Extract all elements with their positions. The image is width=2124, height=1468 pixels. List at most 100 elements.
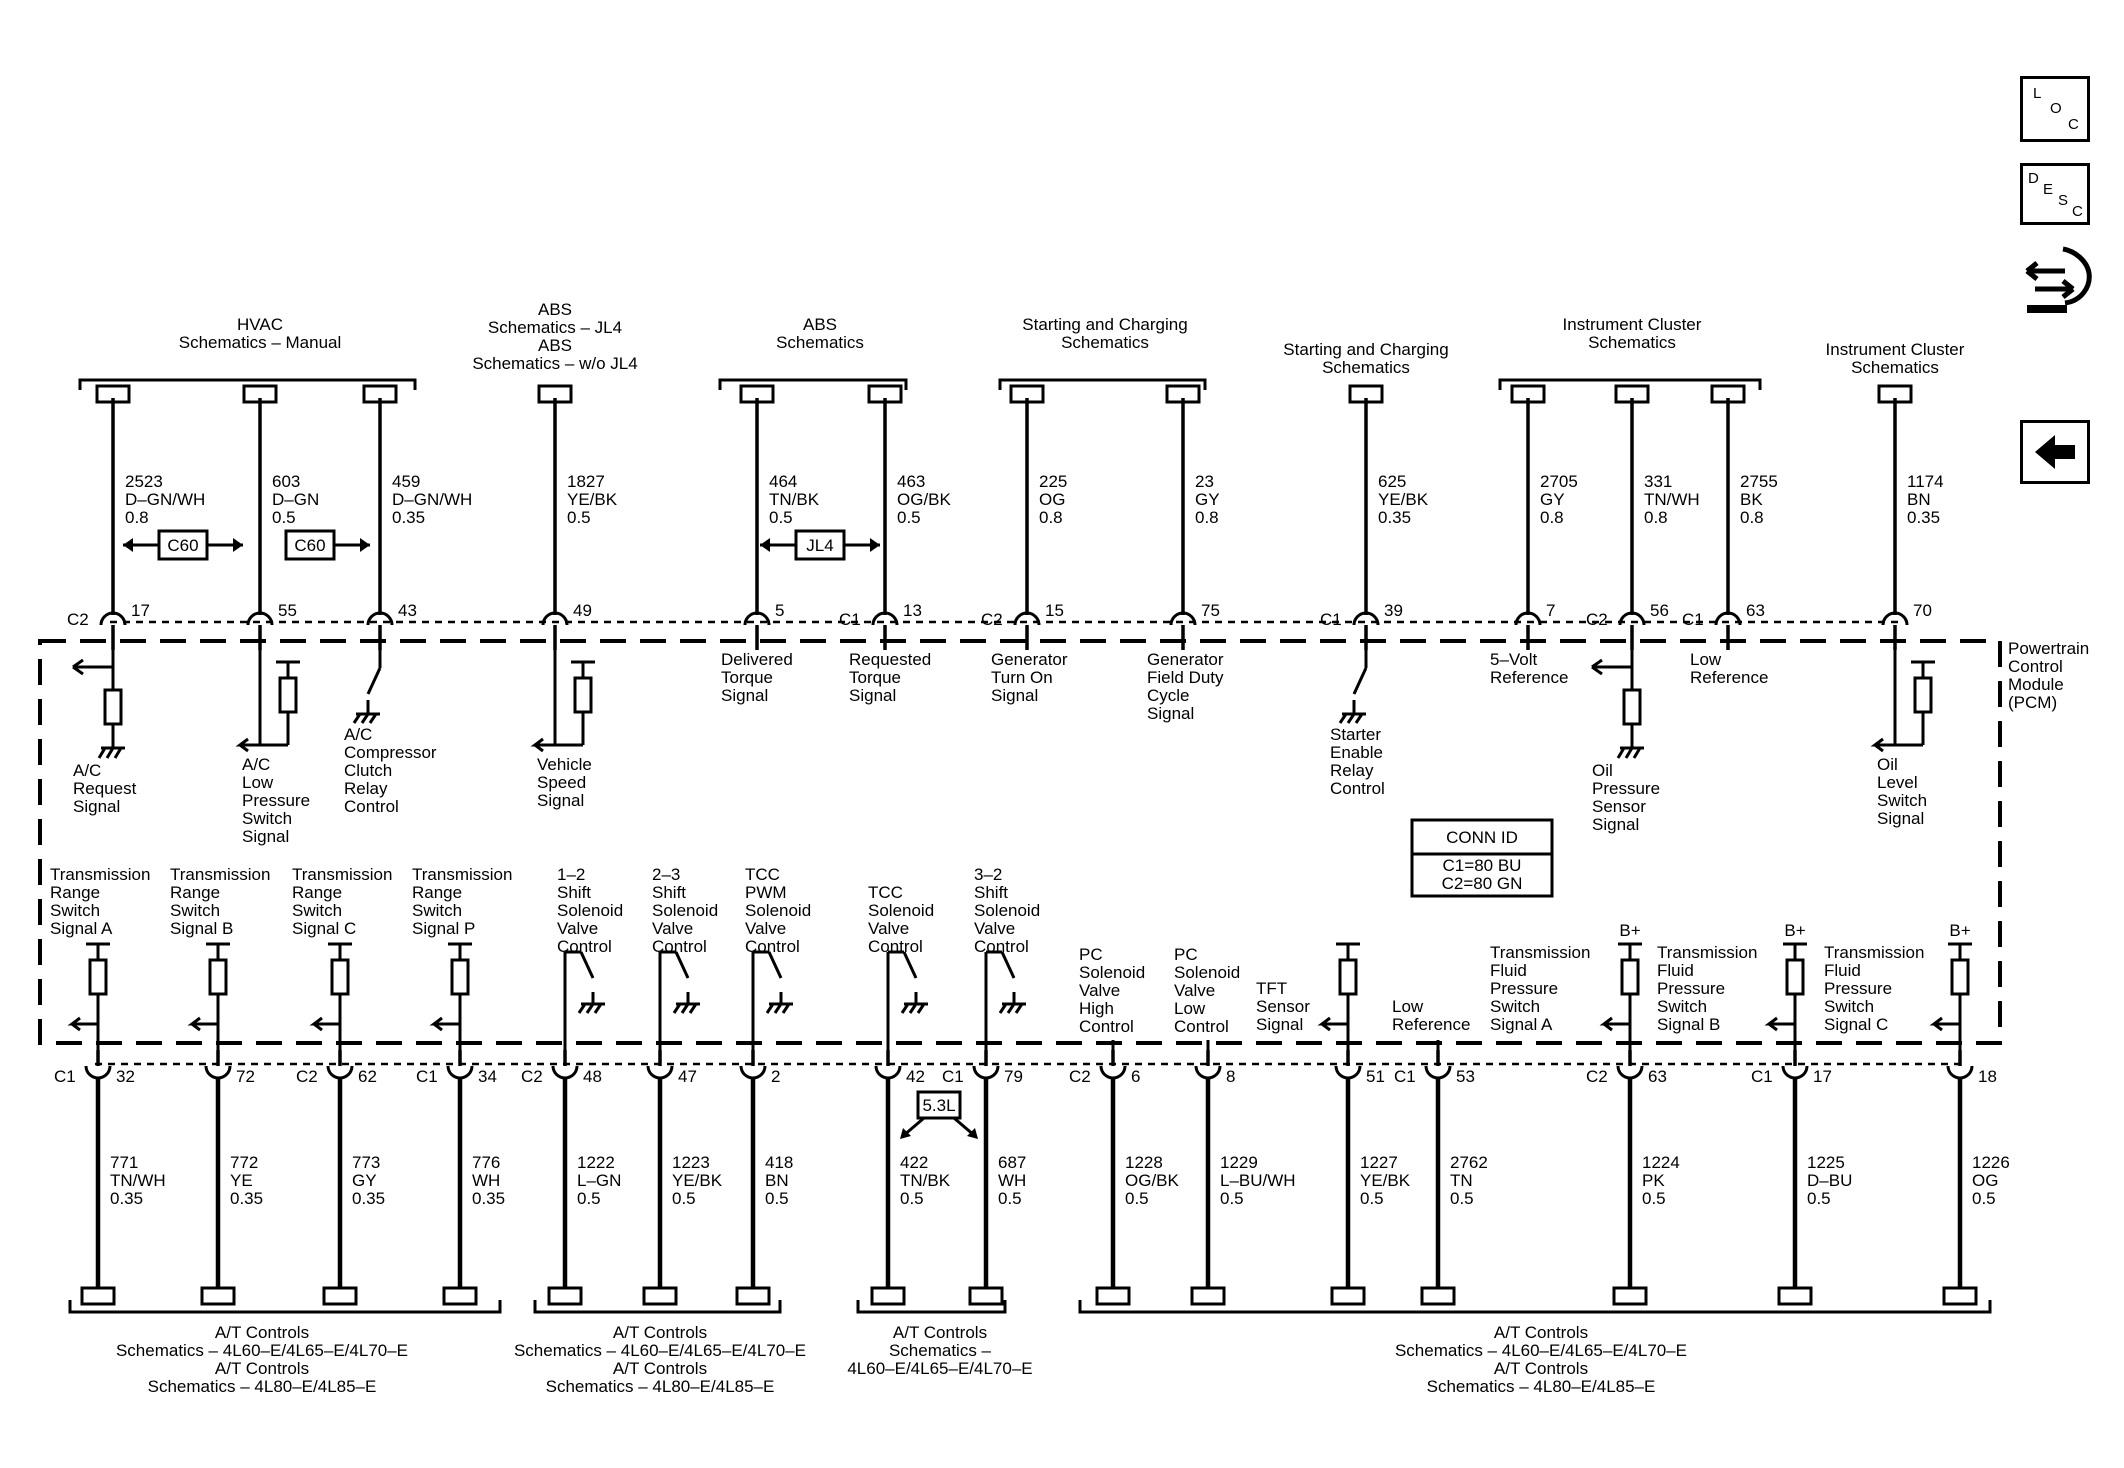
signal-label: Switch xyxy=(412,901,462,920)
circuit-label: 0.8 xyxy=(1644,508,1668,527)
circuit-label: 0.5 xyxy=(672,1189,696,1208)
signal-label: Valve xyxy=(1079,981,1120,1000)
group-label: A/T Controls xyxy=(215,1359,309,1378)
signal-label: Reference xyxy=(1490,668,1568,687)
connector-terminal xyxy=(1714,611,1742,626)
signal-label: Shift xyxy=(974,883,1008,902)
circuit-label: 2523 xyxy=(125,472,163,491)
loc-letter-c: C xyxy=(2068,116,2079,133)
resistor xyxy=(1622,688,1642,726)
signal-label: Low xyxy=(1392,997,1424,1016)
circuit-label: YE/BK xyxy=(1360,1171,1411,1190)
signal-label: Valve xyxy=(557,919,598,938)
circuit-label: 0.8 xyxy=(1195,508,1219,527)
description-button[interactable]: D E S C xyxy=(2020,163,2090,225)
signal-label: Turn On xyxy=(991,668,1053,687)
circuit-label: 418 xyxy=(765,1153,793,1172)
circuit-label: GY xyxy=(1195,490,1220,509)
pin-number: 75 xyxy=(1201,601,1220,620)
group-bracket xyxy=(1498,378,1762,390)
connector-block xyxy=(1348,384,1384,404)
circuit-label: TN/BK xyxy=(900,1171,951,1190)
conn-id-c2: C2=80 GN xyxy=(1442,874,1523,893)
signal-arrow xyxy=(187,1016,218,1032)
signal-label: Reference xyxy=(1690,668,1768,687)
ground-icon xyxy=(672,1002,700,1014)
arrow-head xyxy=(870,538,880,552)
signal-label: Valve xyxy=(974,919,1015,938)
pin-number: 49 xyxy=(573,601,592,620)
loc-letter-o: O xyxy=(2050,100,2062,117)
signal-label: Starter xyxy=(1330,725,1381,744)
pin-number: 79 xyxy=(1004,1067,1023,1086)
location-button[interactable]: L O C xyxy=(2020,76,2090,142)
signal-label: Low xyxy=(1690,650,1722,669)
connector-terminal xyxy=(1881,611,1909,626)
circuit-label: 603 xyxy=(272,472,300,491)
circuit-label: 0.5 xyxy=(769,508,793,527)
signal-label: Oil xyxy=(1592,761,1613,780)
signal-label: PC xyxy=(1174,945,1198,964)
resistor xyxy=(103,688,123,726)
pin-number: 39 xyxy=(1384,601,1403,620)
signal-label: Transmission xyxy=(1824,943,1924,962)
signal-label: Fluid xyxy=(1657,961,1694,980)
connector-block xyxy=(362,384,398,404)
connector-view-icon[interactable] xyxy=(2025,243,2095,323)
signal-label: Switch xyxy=(292,901,342,920)
connector-block xyxy=(968,1286,1004,1306)
group-label: Starting and Charging xyxy=(1022,315,1187,334)
connector-block xyxy=(1190,1286,1226,1306)
connector-id: C2 xyxy=(1069,1067,1091,1086)
circuit-label: L–BU/WH xyxy=(1220,1171,1296,1190)
circuit-label: 0.5 xyxy=(1450,1189,1474,1208)
back-button[interactable] xyxy=(2020,420,2090,484)
pin-number: 48 xyxy=(583,1067,602,1086)
connector-block xyxy=(80,1286,116,1306)
connector-terminal xyxy=(1334,1065,1362,1080)
pin-number: 55 xyxy=(278,601,297,620)
connector-terminal xyxy=(743,611,771,626)
signal-label: Switch xyxy=(242,809,292,828)
connector-terminal xyxy=(1169,611,1197,626)
signal-label: Solenoid xyxy=(1174,963,1240,982)
connector-block xyxy=(322,1286,358,1306)
connector-block xyxy=(739,384,775,404)
connector-id: C2 xyxy=(521,1067,543,1086)
connector-block xyxy=(867,384,903,404)
signal-label: Switch xyxy=(1824,997,1874,1016)
signal-label: Signal xyxy=(721,686,768,705)
ground-icon xyxy=(577,1002,605,1014)
signal-label: Compressor xyxy=(344,743,437,762)
group-label: Schematics – 4L60–E/4L65–E/4L70–E xyxy=(116,1341,408,1360)
signal-label: Control xyxy=(557,937,612,956)
ground-icon xyxy=(998,1002,1026,1014)
connector-block xyxy=(1614,384,1650,404)
signal-label: Low xyxy=(1174,999,1206,1018)
signal-arrow xyxy=(1317,1016,1348,1032)
signal-label: PWM xyxy=(745,883,787,902)
desc-letter-e: E xyxy=(2043,181,2054,198)
signal-label: TCC xyxy=(868,883,903,902)
signal-label: 1–2 xyxy=(557,865,585,884)
connector-terminal xyxy=(1194,1065,1222,1080)
pin-number: 51 xyxy=(1366,1067,1385,1086)
signal-label: Switch xyxy=(1657,997,1707,1016)
signal-arrow xyxy=(67,1016,98,1032)
signal-label: Sensor xyxy=(1592,797,1646,816)
connector-id: C1 xyxy=(54,1067,76,1086)
pin-number: 15 xyxy=(1045,601,1064,620)
circuit-label: OG/BK xyxy=(897,490,952,509)
circuit-label: D–GN xyxy=(272,490,319,509)
circuit-label: YE/BK xyxy=(1378,490,1429,509)
signal-arrow xyxy=(429,1016,460,1032)
circuit-label: 1222 xyxy=(577,1153,615,1172)
circuit-label: TN xyxy=(1450,1171,1473,1190)
signal-label: Clutch xyxy=(344,761,392,780)
signal-label: Control xyxy=(974,937,1029,956)
circuit-label: 0.5 xyxy=(765,1189,789,1208)
signal-label: Reference xyxy=(1392,1015,1470,1034)
circuit-label: 0.5 xyxy=(1642,1189,1666,1208)
connector-id: C2 xyxy=(1586,1067,1608,1086)
